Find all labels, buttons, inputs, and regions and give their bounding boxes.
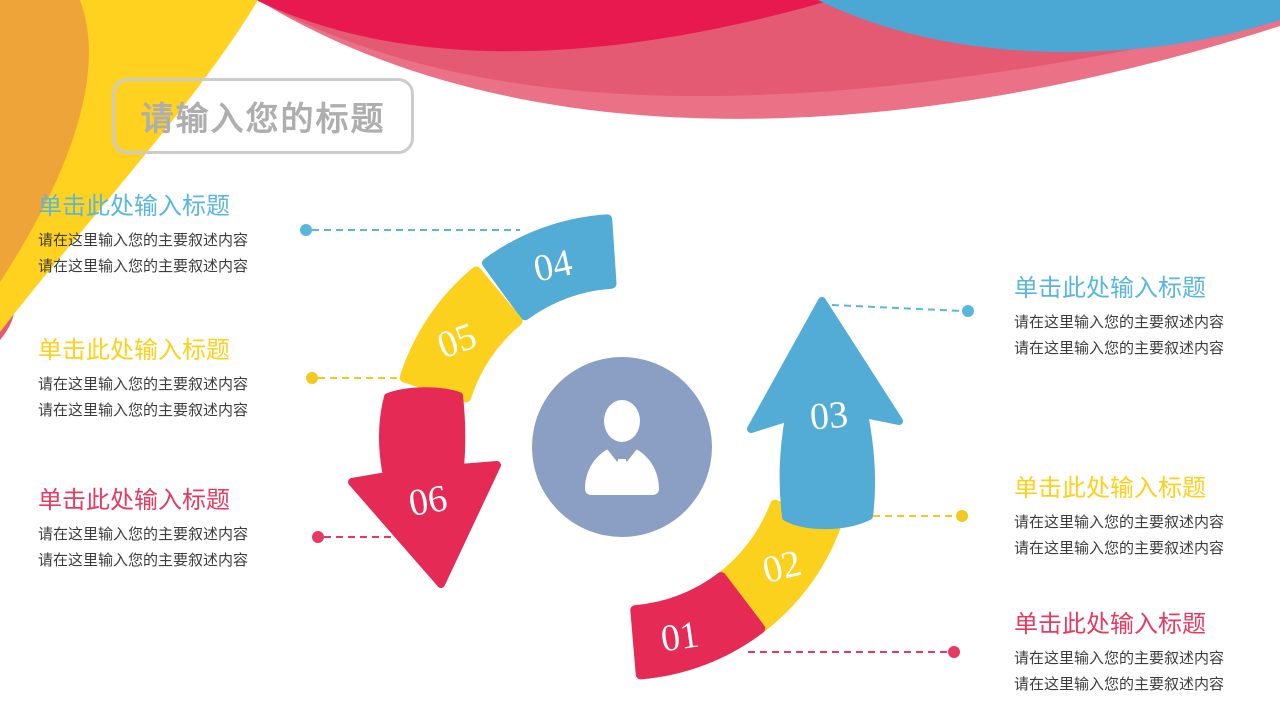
ribbon-orange: [0, 0, 89, 282]
callout-title[interactable]: 单击此处输入标题: [1014, 275, 1206, 302]
callout-line: 请在这里输入您的主要叙述内容: [1014, 676, 1225, 693]
callout-line: 请在这里输入您的主要叙述内容: [38, 232, 249, 249]
callout-left-yellow[interactable]: 单击此处输入标题 请在这里输入您的主要叙述内容 请在这里输入您的主要叙述内容: [38, 336, 338, 424]
callout-line: 请在这里输入您的主要叙述内容: [1014, 340, 1225, 357]
dot-red-left: [312, 531, 324, 543]
callout-line: 请在这里输入您的主要叙述内容: [38, 552, 249, 569]
callout-line: 请在这里输入您的主要叙述内容: [1014, 514, 1225, 531]
dot-yellow-right: [956, 510, 968, 522]
step-wedges: [399, 214, 841, 680]
center-circle: [532, 357, 712, 537]
ribbon-crimson: [256, 0, 832, 52]
step-shape-05: [399, 266, 523, 403]
callout-right-red[interactable]: 单击此处输入标题 请在这里输入您的主要叙述内容 请在这里输入您的主要叙述内容: [1014, 610, 1280, 698]
step-06-label: 06: [405, 477, 451, 525]
callout-line: 请在这里输入您的主要叙述内容: [38, 258, 249, 275]
step-shape-06-arrow-down: [348, 387, 501, 588]
dot-red-right: [948, 646, 960, 658]
step-03-label: 03: [808, 393, 850, 439]
callout-line: 请在这里输入您的主要叙述内容: [38, 402, 249, 419]
callout-right-yellow[interactable]: 单击此处输入标题 请在这里输入您的主要叙述内容 请在这里输入您的主要叙述内容: [1014, 474, 1280, 562]
callout-right-blue[interactable]: 单击此处输入标题 请在这里输入您的主要叙述内容 请在这里输入您的主要叙述内容: [1014, 274, 1280, 362]
page-title: 请输入您的标题: [140, 100, 386, 137]
ribbon-blue-wave: [818, 0, 1280, 53]
ribbon-decoration: [0, 0, 1280, 340]
callout-line: 请在这里输入您的主要叙述内容: [1014, 650, 1225, 667]
callout-line: 请在这里输入您的主要叙述内容: [38, 526, 249, 543]
connector-line-03: [831, 304, 963, 312]
step-01-label: 01: [658, 613, 702, 661]
title-placeholder[interactable]: 请输入您的标题: [112, 78, 414, 154]
dot-yellow-left: [306, 372, 318, 384]
callout-line: 请在这里输入您的主要叙述内容: [1014, 314, 1225, 331]
callout-title[interactable]: 单击此处输入标题: [1014, 475, 1206, 502]
person-icon: [585, 400, 659, 495]
callout-title[interactable]: 单击此处输入标题: [38, 487, 230, 514]
callout-title[interactable]: 单击此处输入标题: [38, 193, 230, 220]
connector-dots: [300, 224, 974, 658]
step-04-label: 04: [530, 241, 576, 291]
callout-line: 请在这里输入您的主要叙述内容: [1014, 540, 1225, 557]
dot-blue-left: [300, 224, 312, 236]
dot-blue-right: [962, 305, 974, 317]
callout-left-blue[interactable]: 单击此处输入标题 请在这里输入您的主要叙述内容 请在这里输入您的主要叙述内容: [38, 192, 338, 280]
callout-title[interactable]: 单击此处输入标题: [38, 337, 230, 364]
step-shape-01: [630, 572, 766, 680]
callout-title[interactable]: 单击此处输入标题: [1014, 611, 1206, 638]
step-shape-04: [481, 214, 617, 321]
center-avatar: [532, 357, 712, 537]
callout-line: 请在这里输入您的主要叙述内容: [38, 376, 249, 393]
step-shape-03-arrow-up: [747, 297, 903, 530]
callout-left-red[interactable]: 单击此处输入标题 请在这里输入您的主要叙述内容 请在这里输入您的主要叙述内容: [38, 486, 338, 574]
